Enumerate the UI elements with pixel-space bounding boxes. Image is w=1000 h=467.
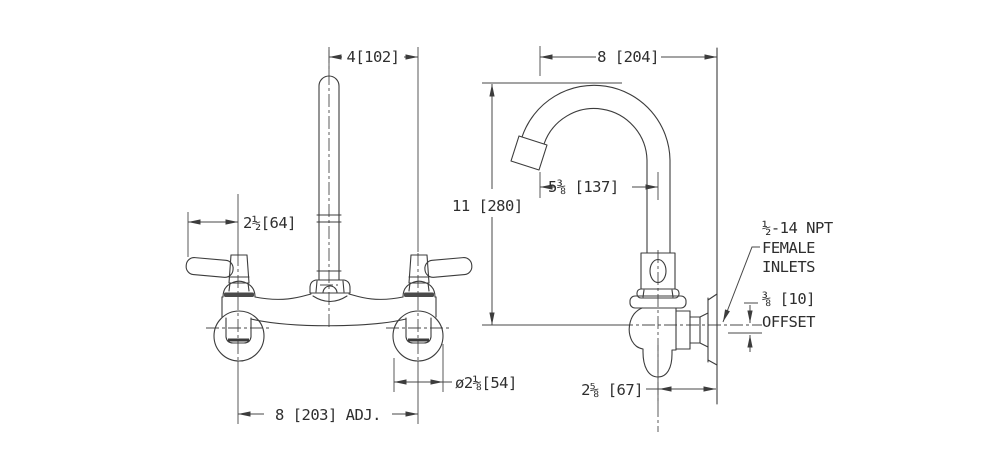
side-centerlines [620, 250, 762, 432]
dim-label-offset-value: ⅜ [10] [762, 290, 815, 308]
dim-label-tip-to-riser: 5⅜ [137] [548, 178, 619, 196]
spout-riser [316, 75, 342, 281]
dim-inlet-spacing: 8 [203] ADJ. [237, 361, 419, 424]
side-view: 8 [204] 11 [280] 5⅜ [137] 2⅝ [67] [452, 46, 833, 432]
inlet-note-line3: INLETS [762, 258, 815, 276]
front-centerlines [206, 50, 452, 361]
right-handle [408, 254, 473, 284]
spout-base-collar [629, 252, 687, 309]
dim-wall-to-tip: 8 [204] [539, 46, 717, 76]
dim-label-wall-to-tip: 8 [204] [597, 48, 659, 66]
dim-flange-diameter: ø2⅛[54] [393, 344, 517, 392]
side-body [628, 307, 701, 378]
dim-label-inlet-spacing: 8 [203] ADJ. [275, 406, 381, 424]
dim-label-flange-diameter: ø2⅛[54] [455, 374, 517, 392]
inlet-note-line1: ½-14 NPT [762, 219, 833, 237]
left-handle [185, 254, 250, 284]
wall-escutcheon [699, 293, 718, 366]
spout-coupling-nut [309, 279, 351, 294]
dim-label-wall-to-riser: 2⅝ [67] [581, 381, 643, 399]
aerator-tip [510, 135, 548, 171]
front-view: 4[102] 2½[64] ø2⅛[54] 8 [203] ADJ. [185, 47, 517, 424]
left-wall-flange [213, 310, 265, 362]
inlet-leader-line [722, 246, 760, 323]
faucet-body [221, 293, 437, 327]
left-valve-bonnet [222, 280, 256, 298]
right-valve-bonnet [402, 280, 436, 298]
dim-center-to-handle: 4[102] [328, 47, 419, 252]
inlet-note: ½-14 NPT FEMALE INLETS [722, 219, 833, 323]
dim-label-handle-length: 2½[64] [243, 214, 296, 232]
dim-wall-to-riser: 2⅝ [67] [581, 345, 716, 404]
dim-handle-length: 2½[64] [187, 194, 297, 257]
dim-height: 11 [280] [452, 82, 622, 326]
gooseneck-spout [510, 84, 671, 254]
dim-label-center-to-handle: 4[102] [347, 48, 400, 66]
dim-offset: ⅜ [10] OFFSET [744, 290, 816, 352]
dim-label-offset: OFFSET [762, 313, 815, 331]
dim-tip-to-riser: 5⅜ [137] [539, 172, 659, 200]
dim-label-height: 11 [280] [452, 197, 523, 215]
inlet-note-line2: FEMALE [762, 239, 815, 257]
